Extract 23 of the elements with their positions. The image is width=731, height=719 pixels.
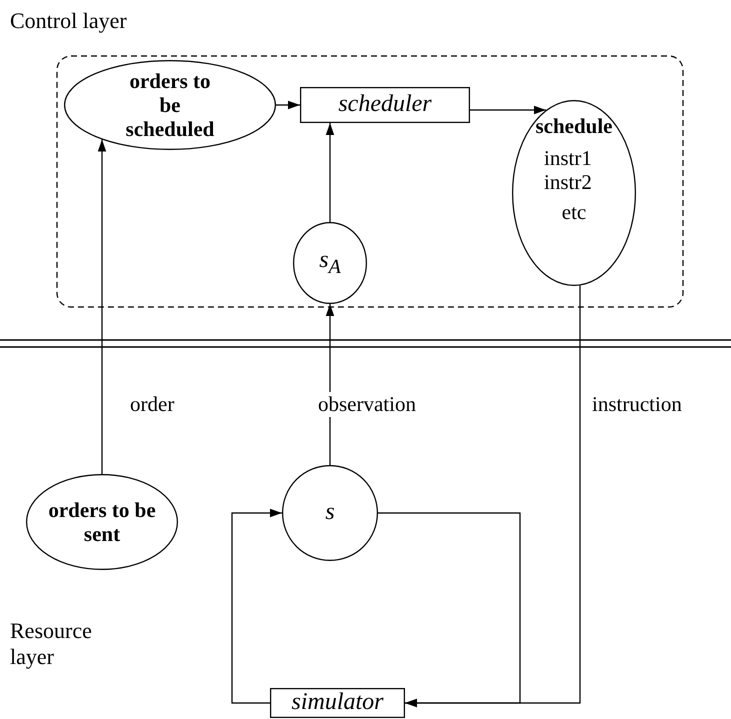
edge-label: observation: [318, 392, 416, 418]
ellipse-node: [512, 100, 636, 286]
arrow: [98, 140, 106, 474]
node-label: schedule: [535, 114, 612, 138]
node-label: s$_{A}$: [319, 247, 341, 279]
ellipse-node: [64, 60, 276, 150]
arrow: [326, 123, 334, 222]
node-label: s: [325, 499, 335, 527]
ellipse-node: [26, 474, 178, 570]
arrow: [378, 512, 521, 708]
process-box: [300, 87, 470, 123]
ellipse-node: [282, 465, 378, 561]
arrow: [276, 100, 300, 110]
node-label: simulator: [291, 689, 384, 717]
node-label: scheduler: [338, 91, 432, 119]
node-label: orders to be sent: [47, 498, 157, 546]
arrow: [470, 106, 546, 114]
node-label: instr1 instr2: [544, 146, 593, 194]
arrow: [231, 508, 282, 704]
node-label: etc: [562, 200, 586, 225]
process-box: [270, 688, 405, 718]
ellipse-node: [293, 222, 367, 304]
node-label: orders to be scheduled: [124, 68, 216, 142]
